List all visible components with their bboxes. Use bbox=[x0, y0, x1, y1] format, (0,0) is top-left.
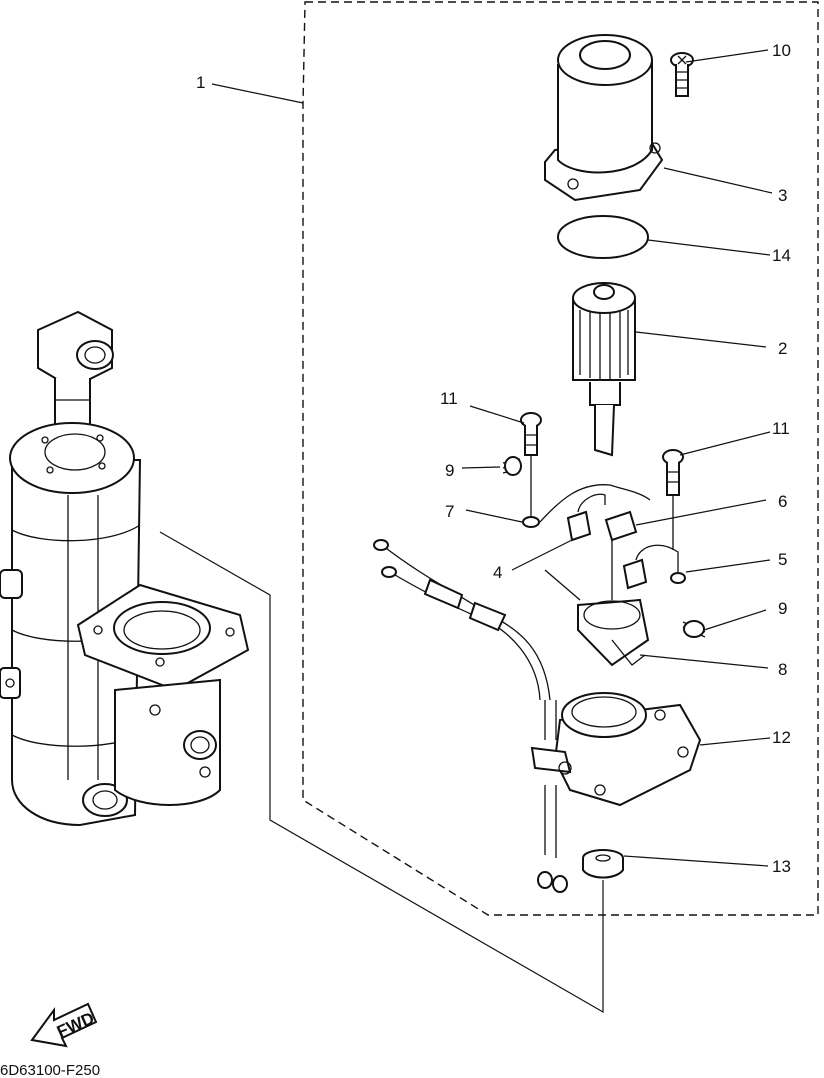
lower-housing-part-12 bbox=[530, 692, 702, 807]
grommet-part-13 bbox=[582, 849, 624, 879]
callout-leaders bbox=[211, 49, 773, 867]
callout-2: 2 bbox=[778, 339, 787, 358]
callout-labels: 1 10 3 14 2 11 11 9 7 6 4 5 9 8 12 13 bbox=[196, 41, 791, 876]
callout-4: 4 bbox=[493, 563, 502, 582]
callout-12: 12 bbox=[772, 728, 791, 747]
callout-11-right: 11 bbox=[772, 419, 790, 438]
callout-7: 7 bbox=[445, 502, 454, 521]
callout-5: 5 bbox=[778, 550, 787, 569]
spring-part-9-lower bbox=[682, 620, 706, 638]
spring-part-9-upper bbox=[502, 456, 522, 476]
callout-6: 6 bbox=[778, 492, 787, 511]
bolt-part-10 bbox=[670, 52, 694, 97]
callout-8: 8 bbox=[778, 660, 787, 679]
motor-cable bbox=[373, 539, 568, 893]
callout-14: 14 bbox=[772, 246, 791, 265]
brush-part-5 bbox=[622, 544, 686, 590]
o-ring-part-14 bbox=[557, 215, 649, 259]
screw-part-11-left bbox=[520, 412, 542, 520]
reference-line bbox=[159, 531, 604, 1014]
screw-part-11-right bbox=[662, 449, 684, 550]
brush-holder-part-8 bbox=[544, 540, 650, 667]
brush-part-6 bbox=[604, 510, 638, 542]
motor-part-3 bbox=[544, 34, 664, 202]
forward-arrow-icon: FWD bbox=[30, 1002, 98, 1048]
callout-11-left: 11 bbox=[440, 389, 458, 408]
callout-13: 13 bbox=[772, 857, 791, 876]
callout-9-lower: 9 bbox=[778, 599, 787, 618]
callout-3: 3 bbox=[778, 186, 787, 205]
armature-part-2 bbox=[572, 282, 636, 457]
terminal-part-7 bbox=[522, 484, 651, 528]
callout-10: 10 bbox=[772, 41, 791, 60]
brush-part-4 bbox=[566, 493, 606, 542]
tilt-trim-cylinder bbox=[0, 310, 250, 827]
drawing-code: 6D63100-F250 bbox=[0, 1062, 100, 1078]
assembly-boundary bbox=[302, 1, 819, 916]
callout-9-upper: 9 bbox=[445, 461, 454, 480]
callout-1: 1 bbox=[196, 73, 205, 92]
